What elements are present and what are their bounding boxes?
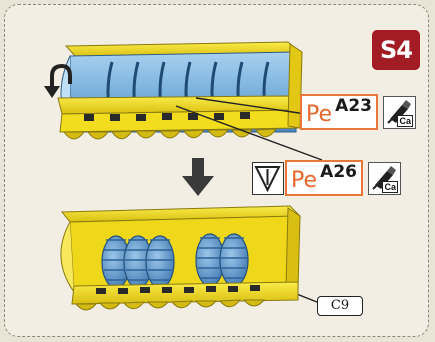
- tool-label: Ca: [382, 181, 398, 193]
- bottom-assembly: [60, 205, 302, 311]
- top-assembly: [57, 41, 303, 140]
- glue-tool-icon: Ca: [368, 162, 401, 195]
- down-arrow-icon: [182, 158, 214, 196]
- mount-slots: [84, 112, 250, 121]
- glue-tool-icon: Ca: [383, 96, 416, 129]
- tire: [219, 233, 249, 287]
- part-prefix: Pe: [306, 102, 333, 127]
- part-label-a23: Pe A23: [300, 94, 378, 130]
- tool-label: Ca: [397, 115, 413, 127]
- part-prefix: Pe: [291, 168, 318, 193]
- part-label-a26: Pe A26: [285, 160, 363, 196]
- tire: [145, 235, 175, 289]
- step-badge: S4: [372, 30, 420, 70]
- rotate-arrow-icon: [44, 63, 72, 98]
- mount-slots: [96, 285, 260, 294]
- callout-c9: C9: [317, 296, 363, 316]
- flip-warning-icon: [252, 162, 284, 195]
- part-number: A23: [335, 96, 372, 116]
- part-number: A26: [320, 162, 357, 182]
